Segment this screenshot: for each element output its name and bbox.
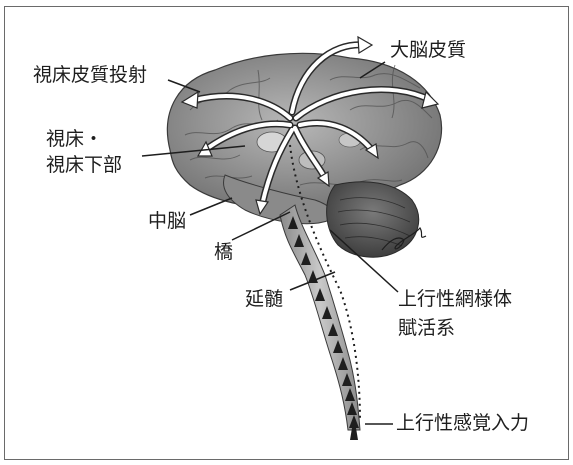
label-pons: 橋 <box>214 240 233 265</box>
label-aras-line2: 賦活系 <box>398 316 455 341</box>
label-thalamus-line2: 視床下部 <box>46 153 122 178</box>
label-aras-line1: 上行性網様体 <box>398 287 512 312</box>
label-midbrain: 中脳 <box>148 209 186 234</box>
label-ascending-input: 上行性感覚入力 <box>396 411 529 436</box>
label-thalamocortical-projection: 視床皮質投射 <box>33 63 147 88</box>
label-cerebral-cortex: 大脳皮質 <box>390 38 466 63</box>
label-medulla: 延髄 <box>245 287 283 312</box>
label-thalamus-line1: 視床・ <box>46 127 103 152</box>
